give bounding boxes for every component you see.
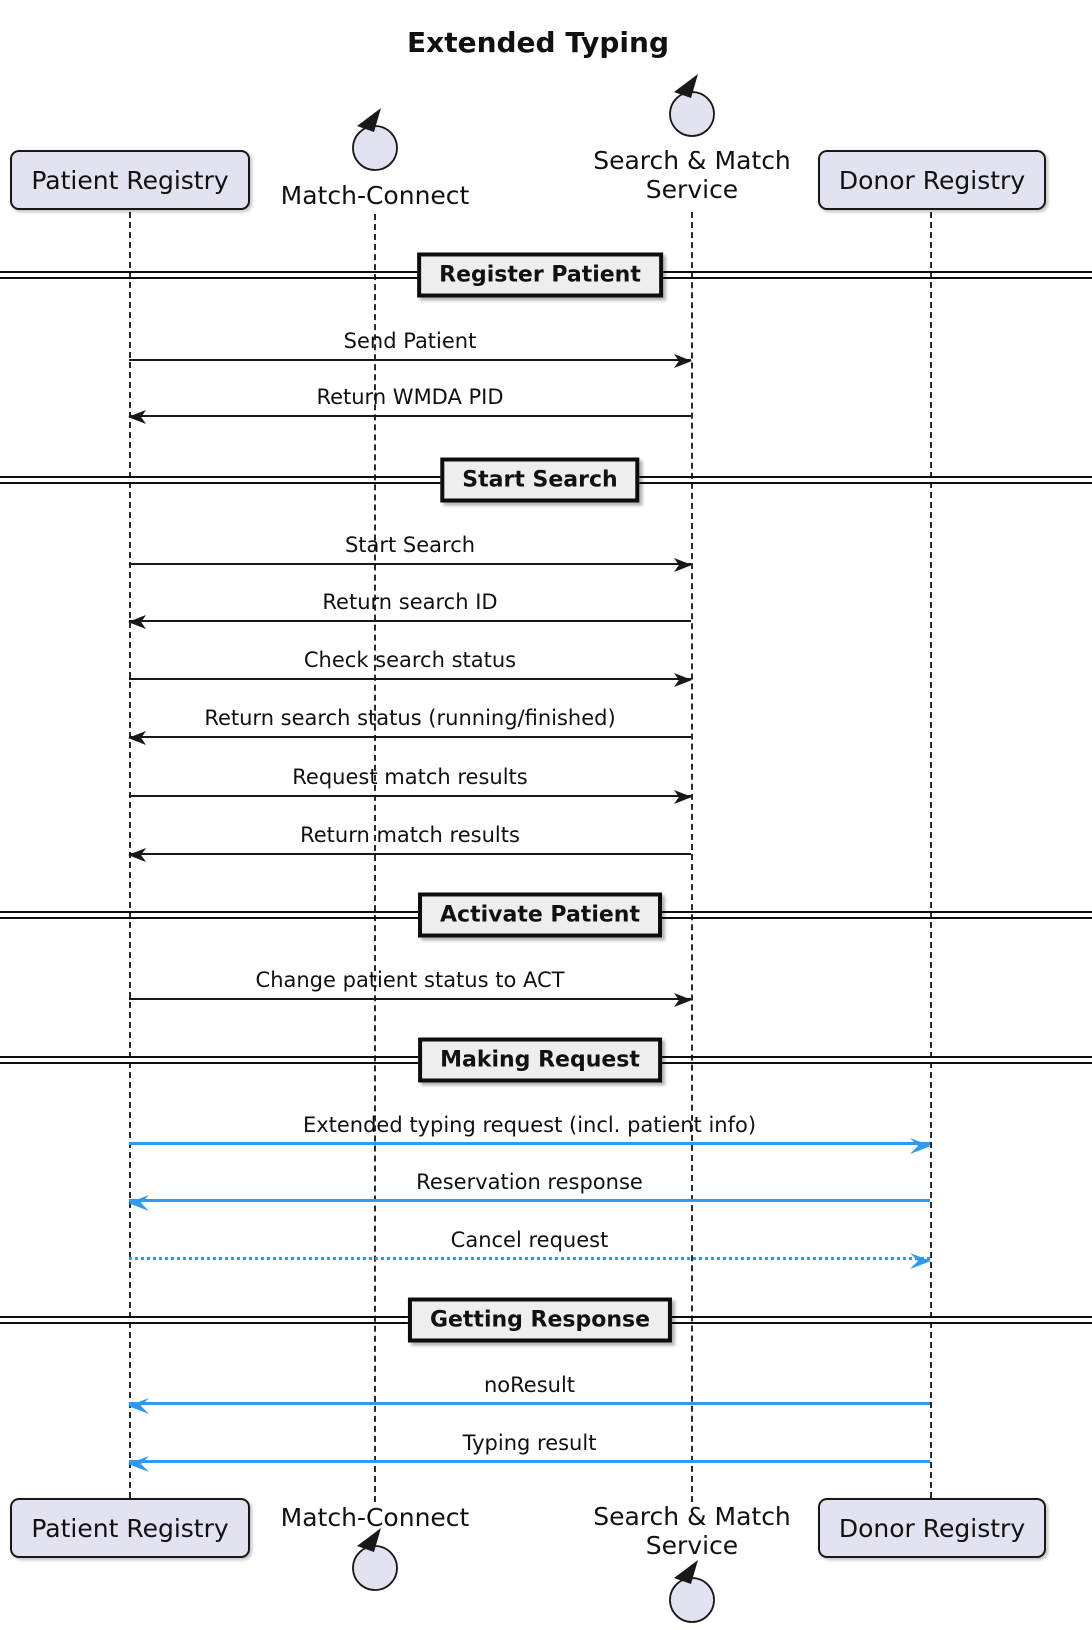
arrow-line — [129, 736, 691, 738]
message-return-search-id: Return search ID — [128, 586, 691, 629]
arrow-line — [129, 998, 691, 1000]
participant-label-line2: Service — [645, 1531, 739, 1560]
arrow-line — [129, 1142, 930, 1145]
arrowhead-left-icon — [128, 1398, 149, 1414]
message-label: Reservation response — [416, 1170, 643, 1194]
arrow-line — [129, 853, 691, 855]
arrowhead-right-icon — [674, 993, 692, 1007]
message-start-search: Start Search — [129, 529, 692, 572]
arrowhead-right-icon — [674, 558, 692, 572]
participant-label-line2: Service — [645, 175, 739, 204]
participant-label: Patient Registry — [31, 165, 229, 195]
section-title: Activate Patient — [418, 892, 662, 938]
message-label: Return WMDA PID — [316, 385, 504, 409]
lifeline-donor-registry — [930, 212, 932, 1498]
participant-donor-registry-bottom: Donor Registry — [818, 1498, 1046, 1558]
section-title: Start Search — [440, 457, 640, 503]
participant-label: Donor Registry — [838, 165, 1026, 195]
message-label: Return search status (running/finished) — [204, 706, 616, 730]
arrow-line — [129, 563, 691, 565]
participant-patient-registry-top: Patient Registry — [10, 150, 250, 210]
message-extended-typing-request: Extended typing request (incl. patient i… — [129, 1109, 931, 1154]
arrowhead-right-icon — [674, 790, 692, 804]
arrow-line — [129, 1460, 930, 1463]
participant-match-connect-top: Match-Connect — [280, 181, 470, 210]
section-title: Getting Response — [407, 1297, 673, 1343]
arrowhead-right-icon — [910, 1138, 931, 1154]
arrow-line — [129, 1199, 930, 1202]
message-typing-result: Typing result — [128, 1427, 930, 1472]
message-label: Extended typing request (incl. patient i… — [302, 1113, 757, 1137]
arrow-line — [129, 678, 691, 680]
message-no-result: noResult — [128, 1369, 930, 1414]
control-loop-icon — [664, 1556, 720, 1628]
arrow-line — [129, 795, 691, 797]
message-return-wmda-pid: Return WMDA PID — [128, 381, 691, 424]
control-loop-icon — [347, 104, 403, 176]
message-change-patient-status: Change patient status to ACT — [129, 964, 692, 1007]
message-label: Request match results — [292, 765, 528, 789]
participant-label: Patient Registry — [31, 1513, 229, 1543]
lifeline-match-connect — [374, 214, 376, 1502]
arrow-line — [129, 620, 691, 622]
arrowhead-left-icon — [128, 1456, 149, 1472]
message-label: noResult — [483, 1373, 576, 1397]
message-label: Typing result — [462, 1431, 597, 1455]
message-label: Change patient status to ACT — [255, 968, 565, 992]
arrowhead-right-icon — [910, 1253, 931, 1269]
participant-patient-registry-bottom: Patient Registry — [10, 1498, 250, 1558]
diagram-title: Extended Typing — [407, 26, 669, 59]
message-label: Start Search — [344, 533, 476, 557]
arrowhead-right-icon — [674, 354, 692, 368]
message-return-match-results: Return match results — [128, 819, 691, 862]
section-title: Making Request — [418, 1037, 662, 1083]
participant-search-match-service-bottom: Search & Match Service — [593, 1502, 791, 1560]
arrow-line — [129, 1257, 930, 1260]
arrow-line — [129, 359, 691, 361]
message-label: Return match results — [300, 823, 520, 847]
arrowhead-left-icon — [128, 1195, 149, 1211]
message-label: Cancel request — [450, 1228, 609, 1252]
message-check-search-status: Check search status — [129, 644, 692, 687]
message-reservation-response: Reservation response — [128, 1166, 930, 1211]
control-loop-icon — [664, 70, 720, 142]
control-loop-icon — [347, 1524, 403, 1596]
message-cancel-request: Cancel request — [129, 1224, 931, 1269]
participant-label-line1: Search & Match — [593, 146, 791, 175]
participant-donor-registry-top: Donor Registry — [818, 150, 1046, 210]
message-send-patient: Send Patient — [129, 325, 692, 368]
section-title: Register Patient — [417, 252, 663, 298]
message-request-match-results: Request match results — [129, 761, 692, 804]
lifeline-search-match-service — [691, 212, 693, 1502]
message-label: Check search status — [303, 648, 517, 672]
arrow-line — [129, 1402, 930, 1405]
message-label: Send Patient — [343, 329, 477, 353]
participant-search-match-service-top: Search & Match Service — [593, 146, 791, 204]
arrowhead-right-icon — [674, 673, 692, 687]
participant-label-line1: Search & Match — [593, 1502, 791, 1531]
participant-label: Donor Registry — [838, 1513, 1026, 1543]
arrow-line — [129, 415, 691, 417]
message-return-search-status: Return search status (running/finished) — [128, 702, 691, 745]
message-label: Return search ID — [322, 590, 498, 614]
participant-match-connect-bottom: Match-Connect — [280, 1503, 470, 1532]
